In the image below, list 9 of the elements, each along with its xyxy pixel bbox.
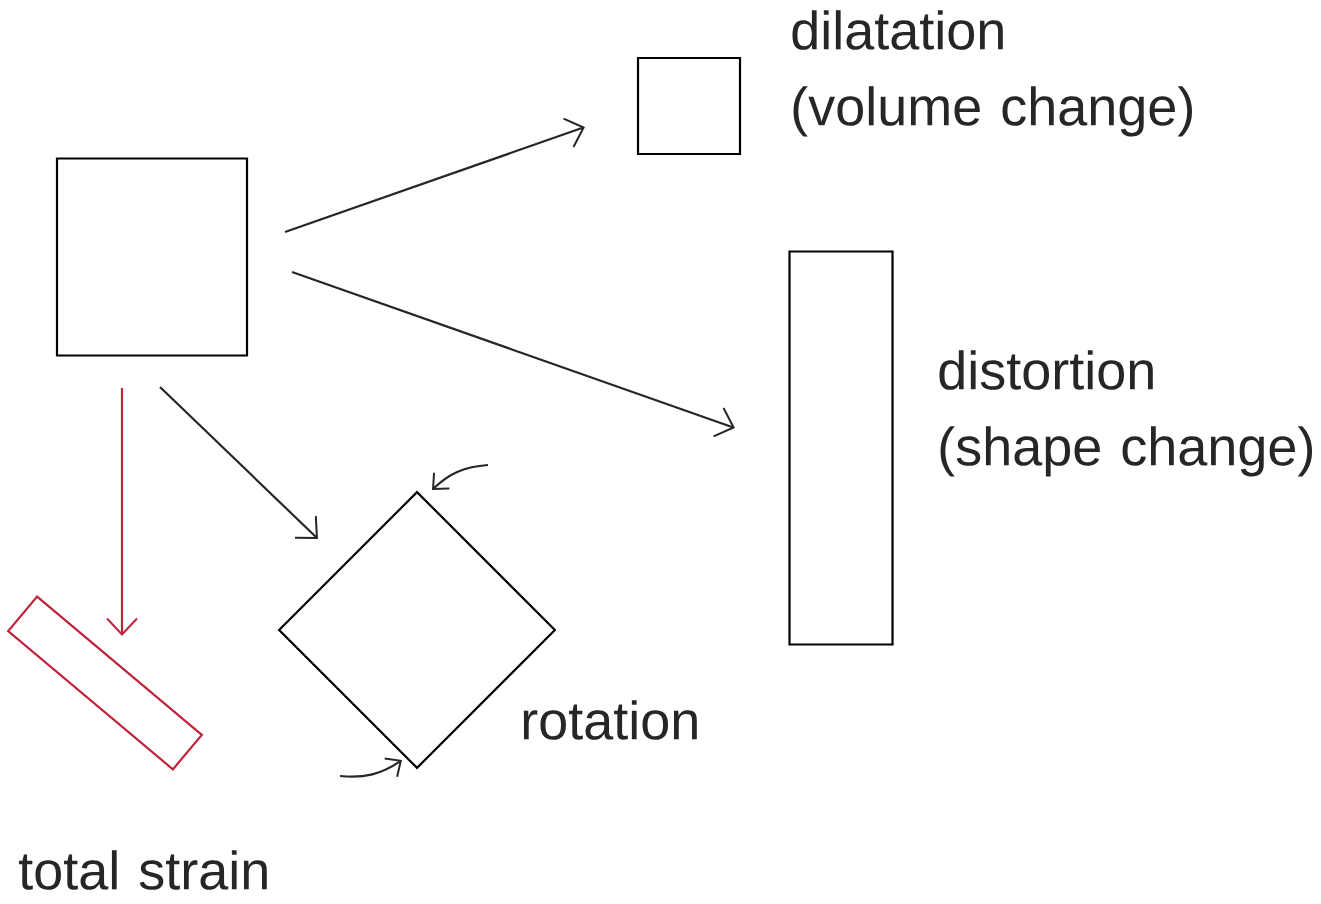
arrow: [106, 388, 138, 636]
arrow: [291, 270, 735, 438]
shape-caption: dilatation (volume change): [792, 10, 1192, 137]
shape-caption: rotation: [523, 700, 697, 740]
arrow: [284, 117, 585, 234]
shape-caption: distortion (shape change): [939, 350, 1313, 477]
square-shape: [55, 157, 249, 357]
shape-caption: total strain: [19, 850, 267, 890]
arrow: [159, 386, 318, 539]
